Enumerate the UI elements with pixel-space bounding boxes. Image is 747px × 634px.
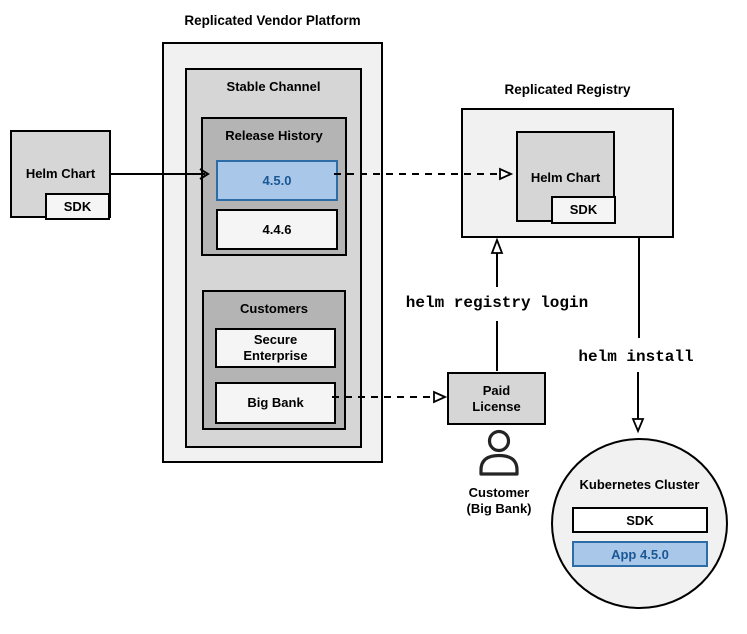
cluster-app-box: App 4.5.0 [572, 541, 708, 567]
customers-label: Customers [240, 301, 308, 316]
customer-name: Secure Enterprise [243, 332, 308, 363]
customers-box: Customers Secure Enterprise Big Bank [202, 290, 346, 430]
registry-box: Helm Chart SDK [461, 108, 674, 238]
release-version-4-5-0: 4.5.0 [216, 160, 338, 201]
customer-person-icon [479, 429, 519, 476]
release-history-label: Release History [225, 128, 323, 143]
registry-helm-chart-label: Helm Chart [530, 170, 601, 185]
customer-caption: Customer (Big Bank) [444, 485, 554, 517]
customer-big-bank-box: Big Bank [215, 382, 336, 424]
sdk-label: SDK [569, 202, 598, 217]
kubernetes-cluster-label: Kubernetes Cluster [579, 477, 700, 492]
customer-caption-line2: (Big Bank) [466, 501, 532, 516]
release-version-4-4-6: 4.4.6 [216, 209, 338, 250]
vendor-sdk-box: SDK [45, 193, 110, 220]
release-version-label: 4.4.6 [262, 222, 292, 237]
paid-license-label: Paid License [472, 382, 521, 414]
cluster-app-label: App 4.5.0 [611, 546, 669, 562]
kubernetes-cluster-circle: Kubernetes Cluster SDK App 4.5.0 [551, 438, 728, 609]
vendor-helm-chart-box: Helm Chart SDK [10, 130, 111, 220]
customer-name: Big Bank [247, 395, 304, 410]
stable-channel-label: Stable Channel [226, 79, 321, 94]
paid-license-box: Paid License [447, 372, 546, 425]
registry-sdk-box: SDK [551, 196, 616, 224]
customer-secure-enterprise-box: Secure Enterprise [215, 328, 336, 368]
arrow-helm-install [631, 238, 645, 434]
customer-caption-line1: Customer [468, 485, 530, 500]
sdk-label: SDK [63, 198, 92, 214]
cluster-sdk-box: SDK [572, 507, 708, 533]
sdk-label: SDK [626, 512, 654, 528]
cmd-helm-registry-login: helm registry login [403, 293, 591, 313]
registry-helm-chart-box: Helm Chart SDK [516, 131, 616, 224]
vendor-helm-chart-label: Helm Chart [25, 166, 96, 181]
release-version-label: 4.5.0 [262, 173, 292, 188]
platform-title: Replicated Vendor Platform [184, 13, 361, 28]
cmd-helm-install: helm install [576, 347, 696, 367]
platform-box: Stable Channel Release History 4.5.0 4.4… [162, 42, 383, 463]
registry-title: Replicated Registry [504, 82, 631, 97]
stable-channel-box: Stable Channel Release History 4.5.0 4.4… [185, 68, 362, 448]
release-history-box: Release History 4.5.0 4.4.6 [201, 117, 347, 256]
